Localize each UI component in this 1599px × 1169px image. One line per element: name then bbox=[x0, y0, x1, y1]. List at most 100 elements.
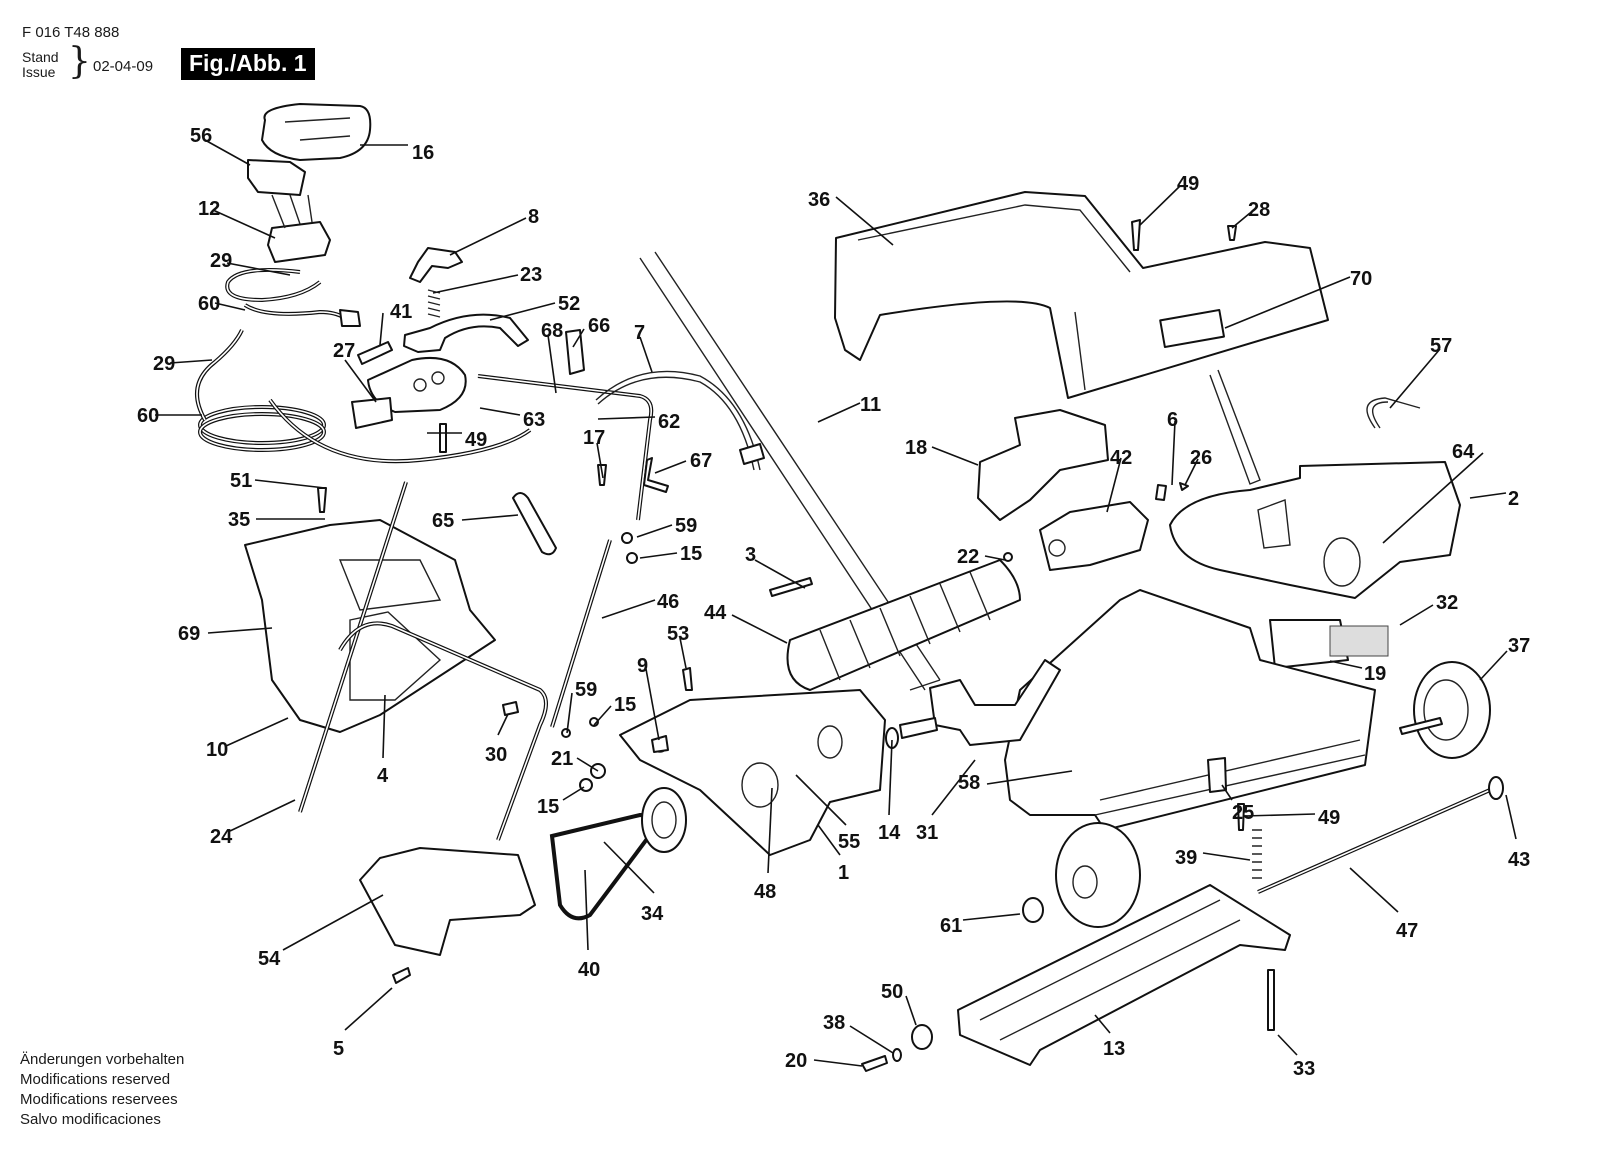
leader-line-49 bbox=[1139, 185, 1181, 226]
callout-15: 15 bbox=[680, 543, 702, 565]
callout-66: 66 bbox=[588, 315, 610, 337]
part-screw bbox=[317, 487, 327, 513]
callout-20: 20 bbox=[785, 1050, 807, 1072]
leader-line-12 bbox=[212, 209, 276, 239]
leader-line-62 bbox=[597, 416, 656, 420]
part-screw bbox=[1227, 225, 1237, 241]
part-pulley bbox=[641, 787, 687, 853]
part-nut bbox=[1003, 552, 1013, 562]
part-spring-clip bbox=[1366, 397, 1421, 429]
leader-line-10 bbox=[225, 717, 289, 747]
figure-badge: Fig./Abb. 1 bbox=[181, 48, 315, 80]
leader-line-49 bbox=[1243, 813, 1316, 817]
part-cable-clamp bbox=[351, 397, 393, 429]
part-screw bbox=[357, 341, 393, 365]
part-main-housing bbox=[1004, 589, 1376, 831]
callout-3: 3 bbox=[745, 544, 756, 566]
leader-line-14 bbox=[888, 739, 893, 816]
leader-line-15 bbox=[593, 705, 612, 726]
part-cable-bracket bbox=[565, 329, 585, 375]
leader-line-67 bbox=[654, 460, 687, 474]
callout-33: 33 bbox=[1293, 1058, 1315, 1080]
leader-line-7 bbox=[639, 336, 653, 373]
notice-es: Salvo modificaciones bbox=[20, 1111, 161, 1128]
leader-line-27 bbox=[344, 359, 377, 403]
callout-64: 64 bbox=[1452, 441, 1475, 463]
leader-line-65 bbox=[461, 514, 519, 521]
callout-21: 21 bbox=[551, 748, 573, 770]
part-bolt bbox=[651, 735, 669, 753]
part-switch-lever bbox=[403, 313, 529, 353]
part-screw bbox=[392, 967, 411, 984]
callout-54: 54 bbox=[258, 948, 281, 970]
part-long-screw bbox=[1267, 969, 1275, 1031]
part-number: F 016 T48 888 bbox=[22, 24, 120, 41]
leader-line-61 bbox=[962, 913, 1021, 921]
callout-65: 65 bbox=[432, 510, 454, 532]
callout-11: 11 bbox=[860, 394, 881, 416]
leader-line-19 bbox=[1329, 660, 1363, 669]
callout-62: 62 bbox=[658, 411, 680, 433]
callout-39: 39 bbox=[1175, 847, 1197, 869]
leader-line-59 bbox=[636, 524, 673, 538]
part-shaft-bracket bbox=[929, 659, 1061, 746]
callout-60: 60 bbox=[137, 405, 159, 427]
stand-label: Stand bbox=[22, 49, 59, 65]
part-rivet bbox=[1179, 482, 1189, 491]
leader-line-25 bbox=[1221, 784, 1233, 801]
callout-7: 7 bbox=[634, 322, 645, 344]
part-grass-box-frame bbox=[349, 611, 442, 701]
part-nut bbox=[589, 717, 599, 727]
callout-43: 43 bbox=[1508, 849, 1530, 871]
leader-line-29 bbox=[226, 262, 291, 276]
callout-49: 49 bbox=[1177, 173, 1199, 195]
callout-36: 36 bbox=[808, 189, 830, 211]
part-wheel-cap bbox=[1022, 897, 1044, 923]
callout-37: 37 bbox=[1508, 635, 1530, 657]
issue-label: Issue bbox=[22, 64, 56, 80]
callout-46: 46 bbox=[657, 591, 679, 613]
leader-line-21 bbox=[576, 757, 599, 772]
callout-41: 41 bbox=[390, 301, 412, 323]
callout-12: 12 bbox=[198, 198, 220, 220]
leader-line-31 bbox=[931, 759, 976, 816]
callout-16: 16 bbox=[412, 142, 434, 164]
callout-52: 52 bbox=[558, 293, 580, 315]
leader-line-2 bbox=[1469, 492, 1507, 499]
leader-line-48 bbox=[767, 787, 773, 874]
leader-line-1 bbox=[817, 824, 841, 856]
leader-line-56 bbox=[204, 139, 251, 166]
leader-line-34 bbox=[603, 841, 655, 894]
part-scarifier-roller bbox=[786, 559, 1021, 691]
leader-line-9 bbox=[645, 668, 660, 741]
leader-line-40 bbox=[584, 869, 589, 951]
parts-artwork bbox=[195, 103, 1504, 1072]
modifications-notice: Änderungen vorbehalten Modifications res… bbox=[20, 1050, 184, 1130]
part-switch-cover bbox=[261, 103, 372, 161]
part-switch bbox=[247, 159, 306, 196]
part-bolt bbox=[861, 1055, 888, 1072]
part-top-cover bbox=[834, 191, 1329, 399]
leader-line-5 bbox=[344, 987, 393, 1031]
callout-69: 69 bbox=[178, 623, 200, 645]
callout-61: 61 bbox=[940, 915, 962, 937]
callout-63: 63 bbox=[523, 409, 545, 431]
part-bowden-cable bbox=[595, 370, 761, 471]
leader-line-3 bbox=[754, 559, 806, 589]
callout-29: 29 bbox=[153, 353, 175, 375]
part-nut bbox=[626, 552, 638, 564]
callout-2: 2 bbox=[1508, 488, 1519, 510]
callout-23: 23 bbox=[520, 264, 542, 286]
part-power-cable-upper bbox=[225, 268, 347, 320]
callout-47: 47 bbox=[1396, 920, 1418, 942]
leader-line-58 bbox=[986, 770, 1073, 785]
leader-line-28 bbox=[1231, 212, 1251, 229]
leader-line-68 bbox=[547, 334, 557, 394]
callout-67: 67 bbox=[690, 450, 712, 472]
leader-line-37 bbox=[1479, 650, 1508, 681]
callout-10: 10 bbox=[206, 739, 228, 761]
notice-fr: Modifications reservees bbox=[20, 1091, 178, 1108]
callout-8: 8 bbox=[528, 206, 539, 228]
callout-58: 58 bbox=[958, 772, 980, 794]
